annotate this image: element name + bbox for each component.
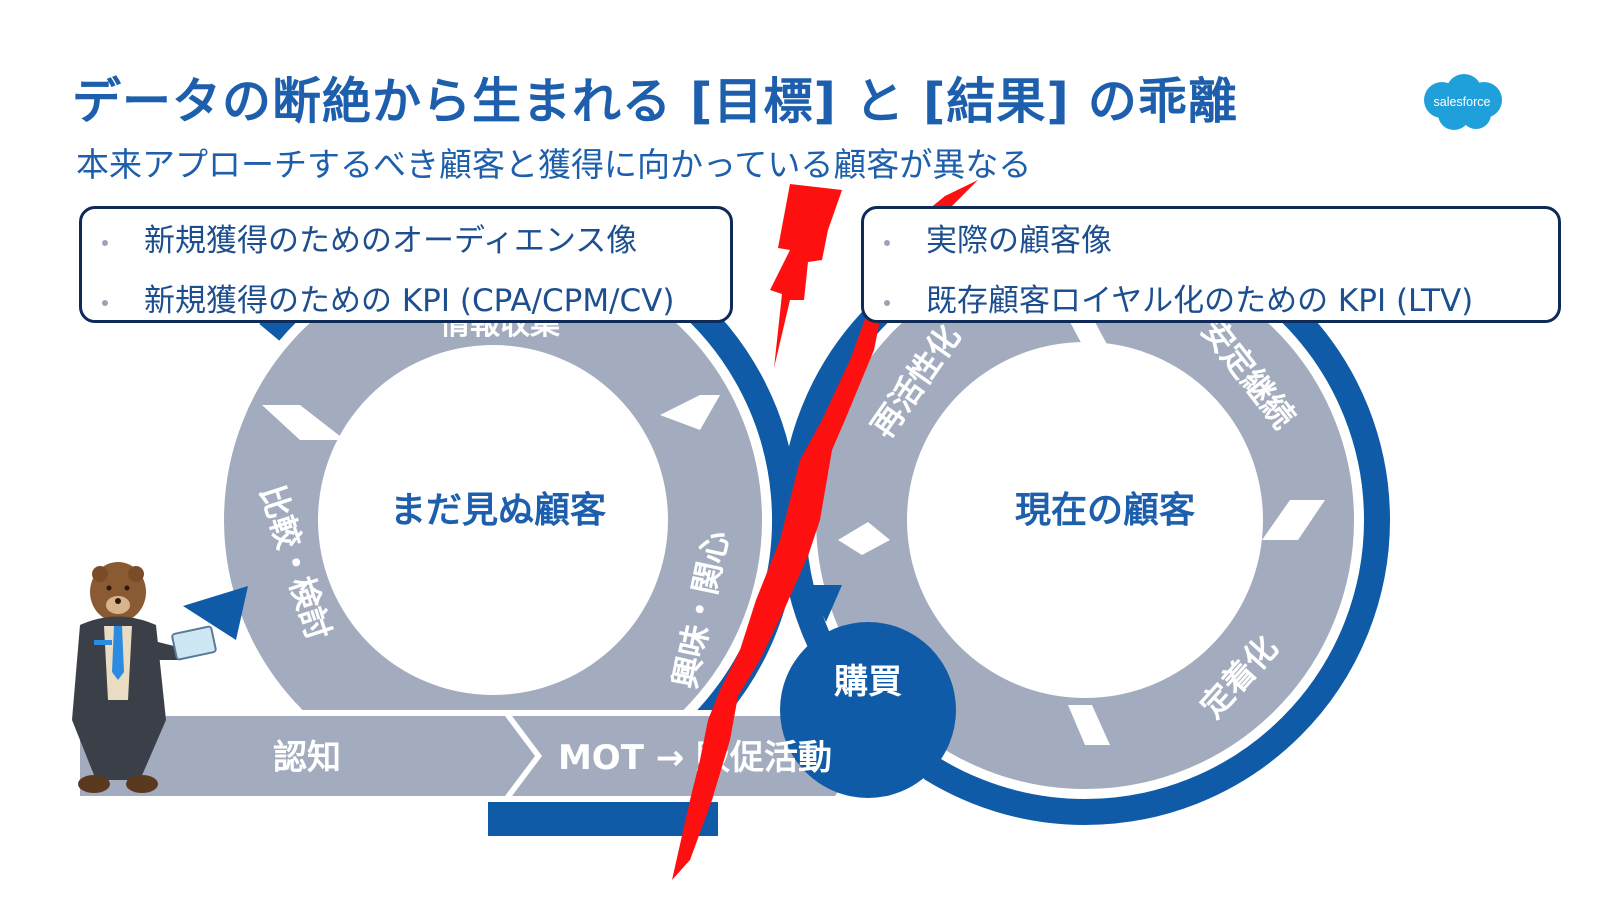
bullet-icon — [102, 239, 108, 246]
lightning-bolt-icon — [672, 180, 978, 880]
bear-mascot-icon — [72, 562, 217, 793]
bar-step2-label: MOT → 販促活動 — [558, 738, 832, 778]
list-item: 新規獲得のためのオーディエンス像 — [102, 215, 637, 260]
page-subtitle: 本来アプローチするべき顧客と獲得に向かっている顧客が異なる — [76, 145, 1032, 184]
current-target-box: 新規獲得のためのオーディエンス像 新規獲得のための KPI (CPA/CPM/C… — [79, 206, 733, 323]
bullet-icon — [884, 299, 890, 306]
list-item-text: 新規獲得のためのオーディエンス像 — [144, 223, 638, 259]
actual-customer-box: 実際の顧客像 既存顧客ロイヤル化のための KPI (LTV) — [861, 206, 1561, 323]
right-cycle-arrowhead — [808, 585, 842, 622]
page-title: データの断絶から生まれる [目標] と [結果] の乖離 — [72, 73, 1238, 130]
left-ring-separator — [262, 405, 345, 440]
salesforce-cloud-icon — [1424, 74, 1502, 130]
list-item-text: 既存顧客ロイヤル化のための KPI (LTV) — [926, 283, 1474, 319]
list-item: 実際の顧客像 — [884, 215, 1112, 260]
right-center-circle — [907, 342, 1263, 698]
bar-step1-label: 認知 — [273, 738, 341, 778]
bar-underline — [488, 800, 718, 836]
right-ring-separator — [1068, 705, 1110, 745]
left-center-circle — [318, 345, 668, 695]
right-ring-separator — [838, 522, 890, 555]
left-ring-separator — [660, 395, 720, 430]
list-item: 既存顧客ロイヤル化のための KPI (LTV) — [884, 275, 1473, 320]
right-center-label: 現在の顧客 — [1015, 490, 1195, 531]
purchase-circle — [780, 622, 956, 798]
left-center-label: まだ見ぬ顧客 — [390, 490, 606, 531]
right-ring-separator — [1262, 500, 1325, 540]
bullet-icon — [102, 299, 108, 306]
list-item-text: 新規獲得のための KPI (CPA/CPM/CV) — [144, 283, 675, 319]
bar-segment-awareness — [80, 716, 535, 796]
salesforce-logo: salesforce — [1424, 74, 1502, 130]
logo-text: salesforce — [1434, 95, 1491, 109]
list-item: 新規獲得のための KPI (CPA/CPM/CV) — [102, 275, 674, 320]
funnel-bar: 認知 MOT → 販促活動 購買 — [74, 622, 956, 836]
bar-segment-mot — [512, 716, 865, 796]
list-item-text: 実際の顧客像 — [926, 223, 1112, 259]
purchase-label: 購買 — [834, 662, 902, 702]
left-cycle-arrowhead — [183, 586, 248, 640]
bullet-icon — [884, 239, 890, 246]
